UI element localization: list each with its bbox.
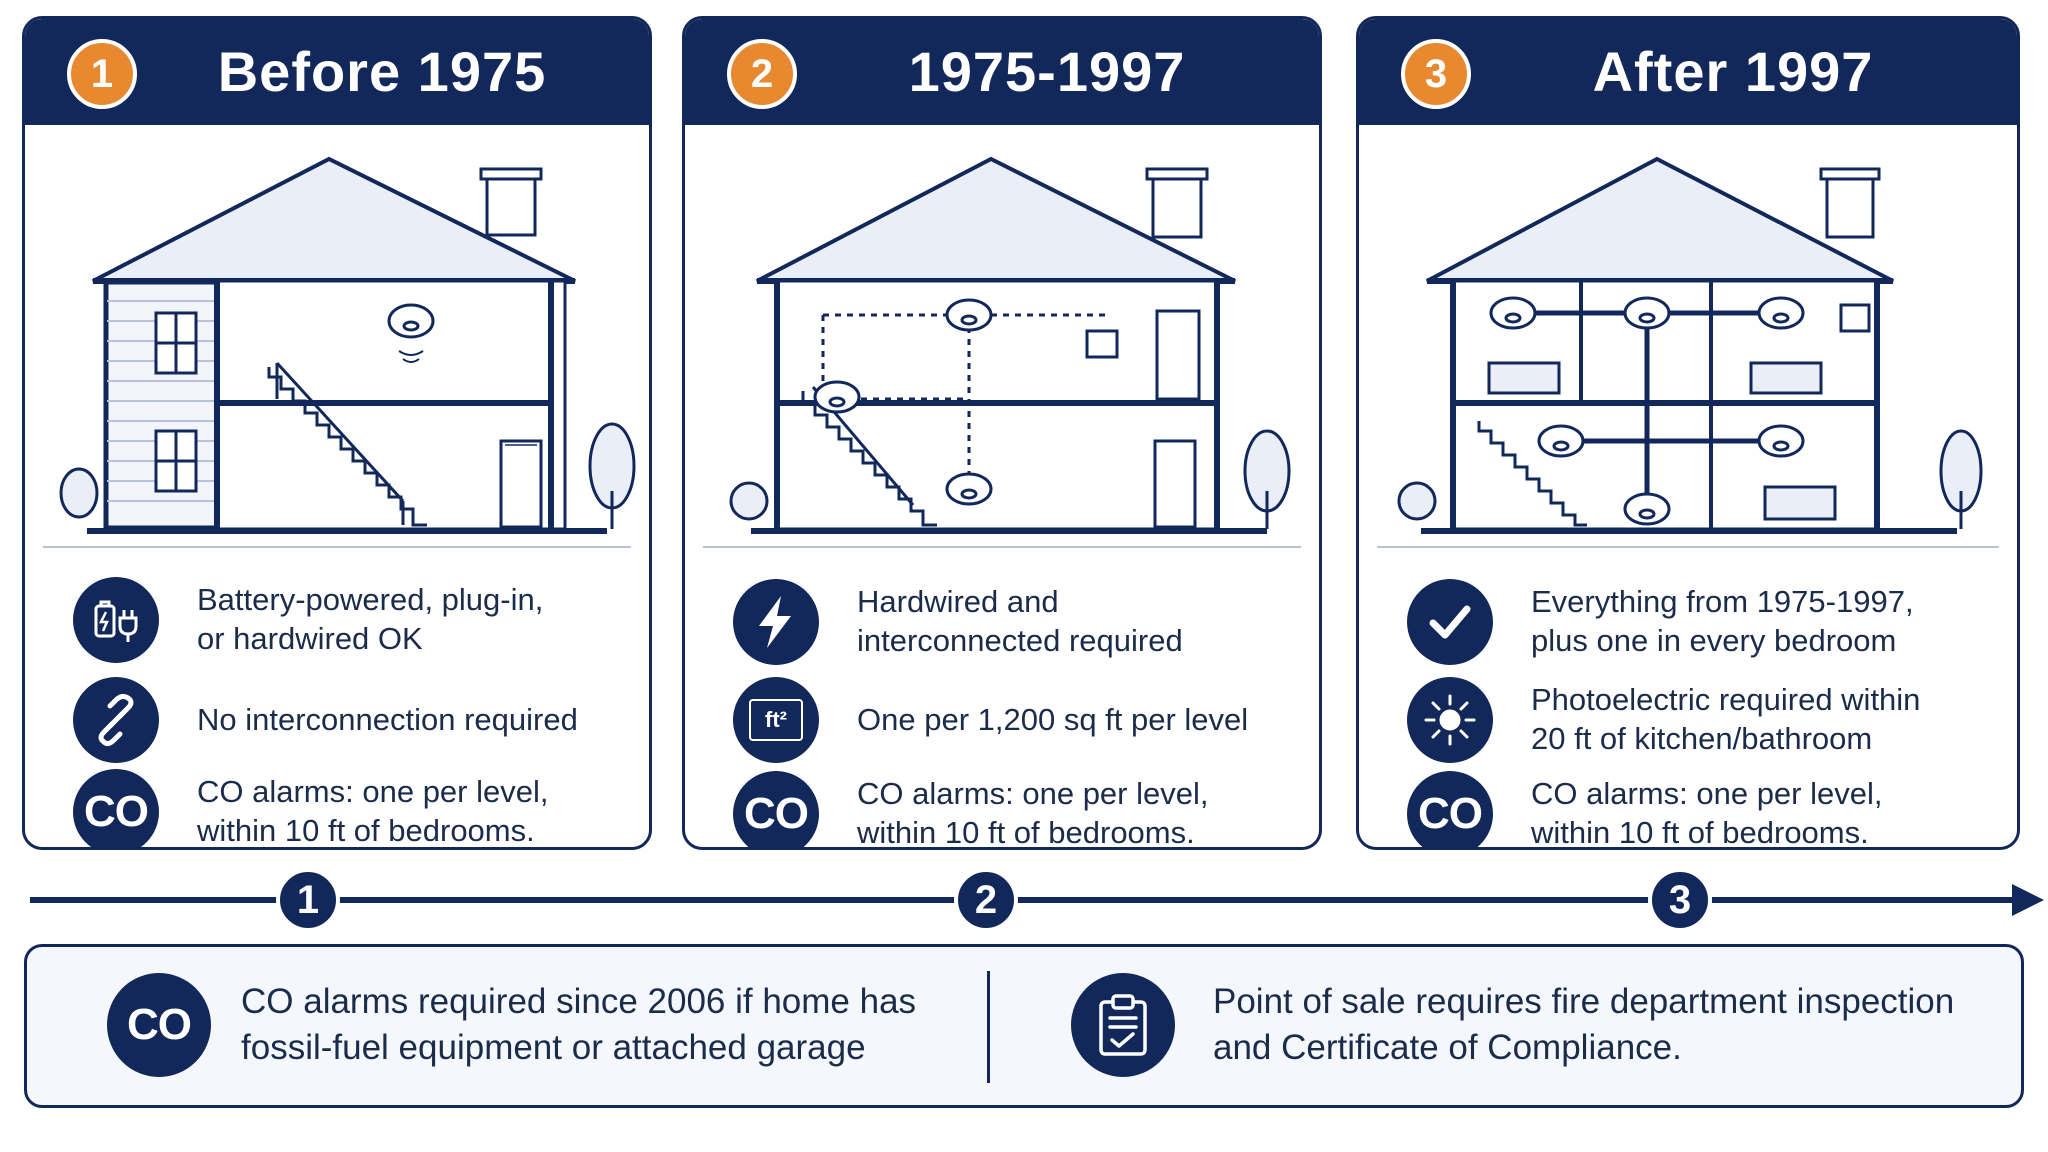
clipboard-check-icon: [1071, 973, 1175, 1077]
feature-text: Hardwired and interconnected required: [857, 584, 1183, 658]
panel-before-1975: 1 Before 1975: [22, 16, 652, 850]
co-icon: CO: [733, 771, 819, 847]
feature-row: CO CO alarms: one per level, within 10 f…: [25, 761, 649, 848]
feature-row: CO CO alarms: one per level, within 10 f…: [685, 763, 1319, 850]
feature-text: One per 1,200 sq ft per level: [857, 701, 1249, 737]
photoelectric-sensor-icon: [1407, 677, 1493, 763]
panel-title: 1975-1997: [908, 40, 1186, 103]
co-icon: CO: [73, 769, 159, 847]
timeline-node-3: 3: [1648, 868, 1712, 932]
divider: [1377, 546, 1999, 548]
feature-row: Hardwired and interconnected required: [685, 571, 1319, 671]
lightning-bolt-icon: [733, 579, 819, 665]
panel-title: Before 1975: [217, 40, 547, 103]
feature-row: Everything from 1975-1997, plus one in e…: [1359, 571, 2017, 671]
co-icon: CO: [107, 973, 211, 1077]
point-of-sale-text: Point of sale requires fire department i…: [1213, 982, 1955, 1067]
square-feet-icon: ft²: [733, 677, 819, 763]
feature-text: Battery-powered, plug-in, or hardwired O…: [197, 582, 544, 656]
divider: [703, 546, 1301, 548]
chain-link-icon: [73, 677, 159, 763]
timeline-node-2: 2: [954, 868, 1018, 932]
feature-text: No interconnection required: [197, 701, 578, 737]
feature-row: Battery-powered, plug-in, or hardwired O…: [25, 569, 649, 669]
co-requirement-text: CO alarms required since 2006 if home ha…: [241, 982, 917, 1067]
bottom-divider: [987, 971, 990, 1083]
panel-1975-1997: 2 1975-1997: [682, 16, 1322, 850]
panel-title: After 1997: [1592, 40, 1874, 103]
panel-header: 2 1975-1997: [685, 19, 1319, 125]
house-illustration: [729, 156, 1291, 534]
feature-text: Everything from 1975-1997, plus one in e…: [1531, 584, 1914, 658]
step-number-badge: 1: [67, 39, 137, 109]
feature-row: Photoelectric required within 20 ft of k…: [1359, 669, 2017, 769]
co-icon: CO: [1407, 771, 1493, 847]
panel-header: 3 After 1997: [1359, 19, 2017, 125]
feature-text: CO alarms: one per level, within 10 ft o…: [197, 774, 549, 848]
timeline-line: [30, 897, 2020, 903]
timeline-arrow-icon: [2012, 884, 2044, 916]
feature-text: CO alarms: one per level, within 10 ft o…: [857, 776, 1209, 850]
bottom-info-box: CO CO alarms required since 2006 if home…: [24, 944, 2024, 1108]
step-number-badge: 2: [727, 39, 797, 109]
checkmark-icon: [1407, 579, 1493, 665]
step-number-badge: 3: [1401, 39, 1471, 109]
feature-row: ft² One per 1,200 sq ft per level: [685, 669, 1319, 769]
house-illustration: [1397, 156, 1983, 534]
battery-plug-icon: [73, 577, 159, 663]
timeline-node-1: 1: [276, 868, 340, 932]
house-illustration: [59, 156, 636, 534]
panel-after-1997: 3 After 1997: [1356, 16, 2020, 850]
divider: [43, 546, 631, 548]
panel-header: 1 Before 1975: [25, 19, 649, 125]
feature-row: No interconnection required: [25, 669, 649, 769]
feature-row: CO CO alarms: one per level, within 10 f…: [1359, 763, 2017, 850]
feature-text: Photoelectric required within 20 ft of k…: [1531, 682, 1921, 756]
feature-text: CO alarms: one per level, within 10 ft o…: [1531, 776, 1883, 850]
